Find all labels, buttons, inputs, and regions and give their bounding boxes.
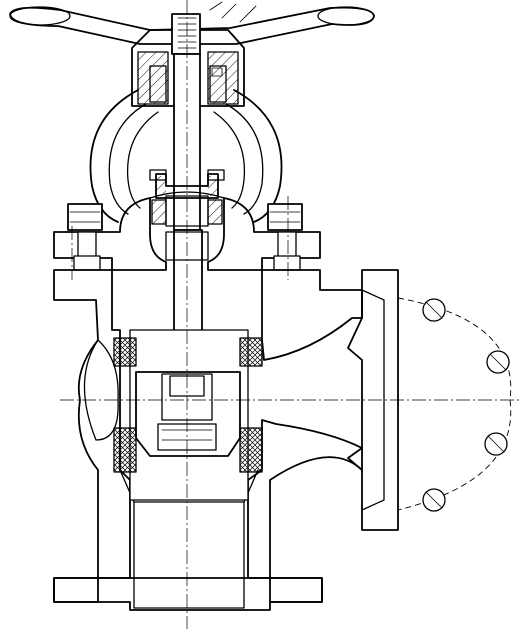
handwheel [9, 1, 375, 45]
flange-bolt-circle [397, 297, 512, 512]
valve-disc [113, 329, 263, 501]
yoke [89, 29, 283, 223]
bonnet [53, 191, 321, 271]
center-lines [60, 0, 519, 629]
valve-body [53, 269, 399, 611]
